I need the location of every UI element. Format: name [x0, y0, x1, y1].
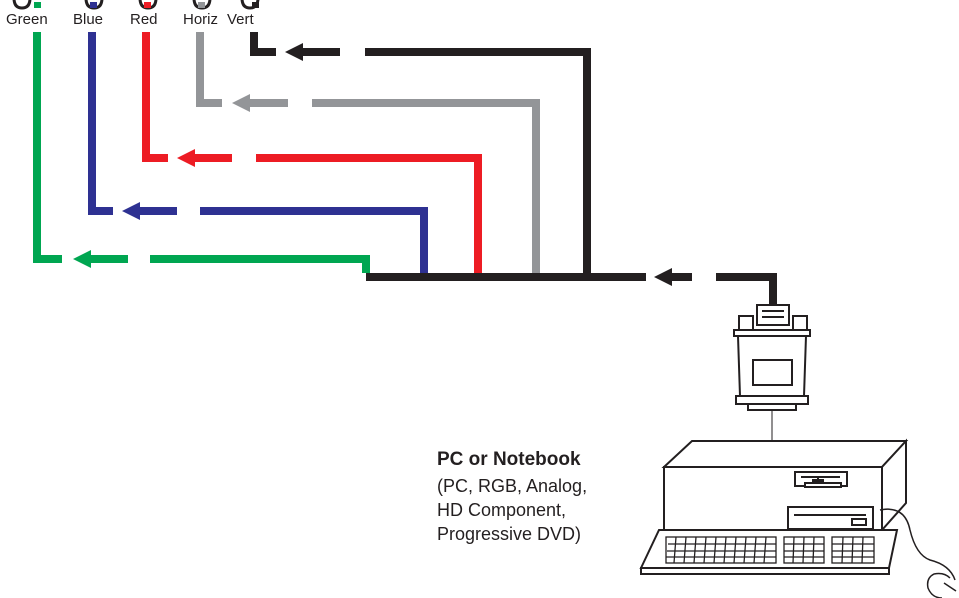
- vga-connector-icon: [733, 304, 811, 460]
- source-description: (PC, RGB, Analog, HD Component, Progress…: [437, 474, 587, 546]
- connector-label-blue: Blue: [73, 11, 104, 28]
- connector-label-vert: Vert: [227, 11, 254, 28]
- arrow-main: [654, 268, 692, 286]
- arrows: [73, 43, 692, 286]
- source-description-line: HD Component,: [437, 500, 567, 520]
- cable-green: [33, 32, 62, 263]
- cable-main-segment: [716, 273, 777, 305]
- cables: [33, 32, 777, 305]
- computer-icon: [661, 438, 909, 533]
- cable-red: [142, 32, 168, 162]
- arrow-vert: [285, 43, 340, 61]
- cable-vert: [250, 32, 276, 56]
- cable-green-segment: [150, 255, 370, 273]
- connector-label-red: Red: [130, 11, 158, 28]
- cable-blue: [88, 32, 113, 215]
- cable-vert-segment: [365, 48, 591, 273]
- source-title: PC or Notebook: [437, 449, 581, 470]
- bnc-connector-icon: [12, 0, 32, 10]
- mouse-icon: [879, 508, 957, 598]
- keyboard-icon: [639, 529, 899, 575]
- cable-horiz-segment: [312, 99, 540, 273]
- source-description-line: (PC, RGB, Analog,: [437, 476, 588, 496]
- connector-label-green: Green: [6, 11, 48, 28]
- arrow-horiz: [232, 94, 288, 112]
- cable-horiz: [196, 32, 222, 107]
- bnc-connector-icons: [12, 0, 260, 10]
- arrow-blue: [122, 202, 177, 220]
- cable-red-segment: [256, 154, 482, 273]
- source-description-line: Progressive DVD): [437, 524, 582, 544]
- arrow-green: [73, 250, 128, 268]
- arrow-red: [177, 149, 232, 167]
- cable-blue-segment: [200, 207, 428, 273]
- connector-label-horiz: Horiz: [183, 11, 219, 28]
